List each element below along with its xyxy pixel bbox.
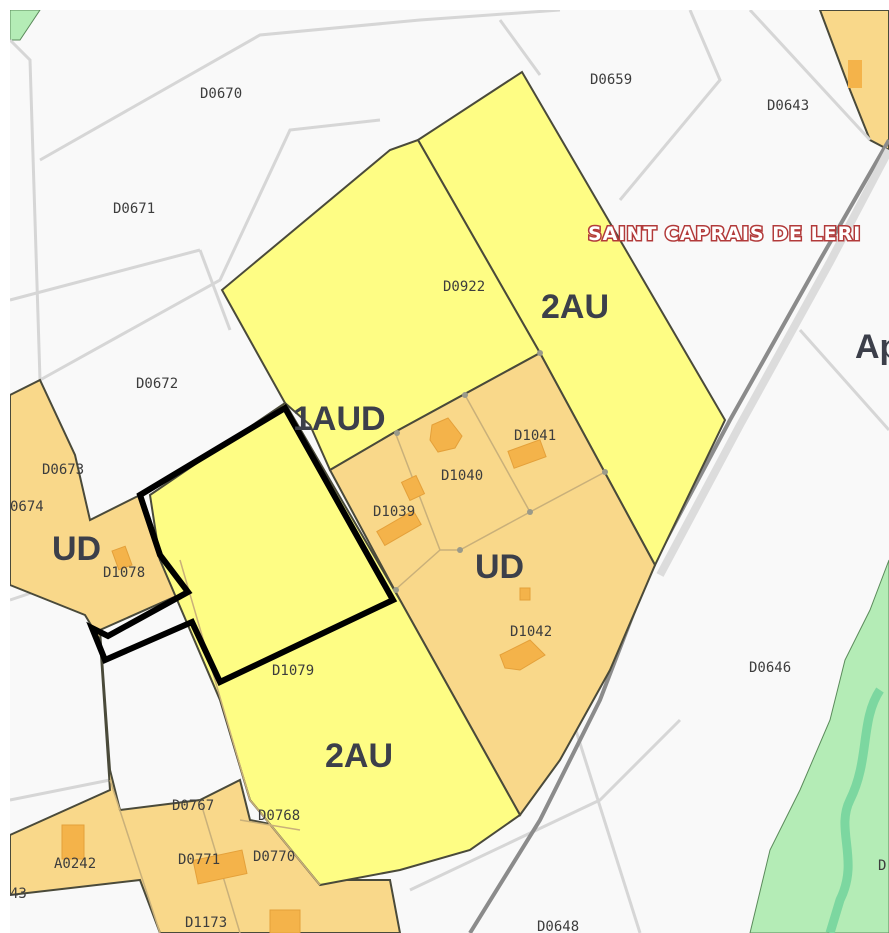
parcel-label: D1173 [185,915,227,931]
parcel-label: D1039 [373,504,415,520]
building [499,639,546,671]
building [61,824,85,860]
building [376,509,422,547]
natural-zone-east[interactable] [749,559,889,933]
parcel-label: D1040 [441,468,483,484]
selected-parcel-outline[interactable] [86,403,398,687]
zone-label-ud-west[interactable]: UD [52,530,101,568]
building [269,909,301,933]
road-east [656,148,889,577]
parcel-label: D0672 [136,376,178,392]
parcel-label: D0922 [443,279,485,295]
building [519,587,531,601]
parcel-label: D0648 [537,919,579,933]
river [825,687,884,933]
parcel-labels: D0670 D0659 D0643 D0671 D0922 D0672 D067… [10,72,886,933]
parcel-label: D0646 [749,660,791,676]
building [429,417,463,453]
zone-label-1aud[interactable]: 1AUD [293,400,386,438]
zone-label-2au-south[interactable]: 2AU [325,737,393,775]
parcel-label: D0670 [200,86,242,102]
parcel-label: D [878,858,886,874]
parcel-label: D0643 [767,98,809,114]
buildings [61,417,547,933]
2au-zone-south[interactable] [148,401,522,887]
building [400,474,426,502]
parcel-label: D0671 [113,201,155,217]
building [848,60,862,88]
parcel-label: D1041 [514,428,556,444]
place-label: SAINT CAPRAIS DE LERI [588,223,861,245]
parcel-label: D0771 [178,852,220,868]
building [192,849,248,885]
parcel-label: D0768 [258,808,300,824]
zone-label-ap[interactable]: Ap [855,328,889,366]
frame-top [0,0,889,10]
parcel-label: D0767 [172,798,214,814]
zone-label-2au-north[interactable]: 2AU [541,288,609,326]
parcel-label: D0770 [253,849,295,865]
parcel-label: D0673 [42,462,84,478]
frame-left [0,0,10,933]
parcel-label: D1078 [103,565,145,581]
building [507,439,547,469]
zone-label-ud-center[interactable]: UD [475,548,524,586]
parcel-label: 0674 [10,499,44,515]
parcel-label: D1042 [510,624,552,640]
building [111,545,133,571]
parcel-label: D1079 [272,663,314,679]
parcel-label: A0242 [54,856,96,872]
parcel-label: 43 [10,886,27,902]
parcel-lines [8,8,889,933]
parcel-vertices [393,350,608,593]
parcel-label: D0659 [590,72,632,88]
